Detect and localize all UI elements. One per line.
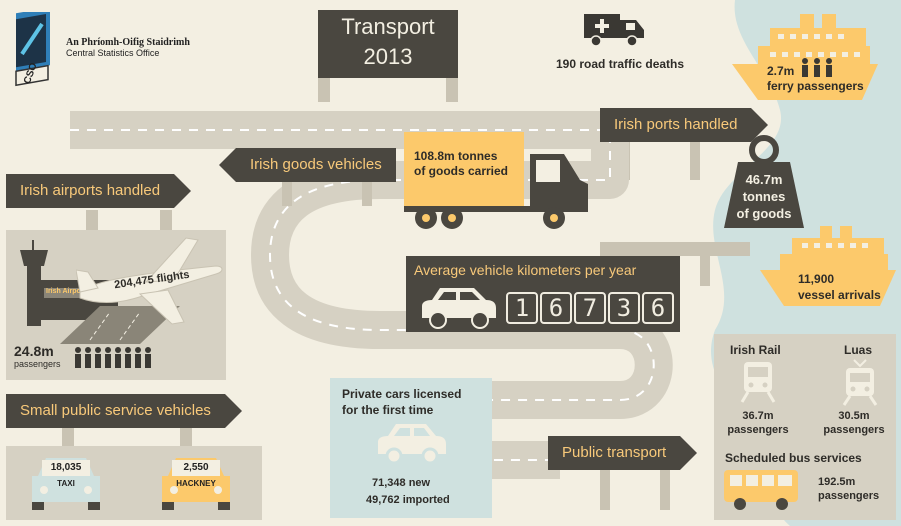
- rail-title: Irish Rail: [730, 343, 781, 357]
- logo-irish-name: An Phríomh-Oifig Staidrimh: [66, 37, 190, 48]
- imported-cars-text: 49,762 imported: [366, 494, 450, 506]
- hackney-label: HACKNEY: [176, 479, 216, 488]
- control-tower-icon: [20, 240, 48, 326]
- terminal-text: Irish Airports: [46, 288, 90, 295]
- new-cars-text: 71,348 new: [372, 477, 431, 489]
- ship-icon: [732, 14, 878, 100]
- rail-value: 36.7m: [742, 410, 774, 422]
- ferry-value: 2.7m: [767, 64, 795, 78]
- runway: [60, 306, 180, 344]
- weight-unit: tonnes: [742, 189, 786, 204]
- title-line1: Transport: [341, 14, 435, 39]
- title-line2: 2013: [363, 44, 413, 69]
- person-icon: [75, 347, 151, 368]
- public-transport-sign: Public transport: [548, 436, 698, 470]
- car-icon: [422, 288, 496, 329]
- airport-passengers-value: 24.8m: [14, 343, 54, 359]
- truck-icon: [404, 132, 588, 229]
- weight-icon: [724, 135, 804, 228]
- road-deaths-text: 190 road traffic deaths: [556, 57, 685, 71]
- cso-mark-icon: [15, 7, 50, 87]
- taxi-value: 18,035: [42, 460, 90, 476]
- taxi-label: TAXI: [57, 479, 75, 488]
- logo-english-name: Central Statistics Office: [66, 48, 160, 58]
- bus-title: Scheduled bus services: [725, 451, 862, 465]
- vessels-value: 11,900: [798, 272, 835, 286]
- odometer-digit: 6: [540, 292, 572, 324]
- luas-label: passengers: [823, 424, 885, 436]
- hackney-value: 2,550: [172, 460, 220, 476]
- luas-title: Luas: [844, 343, 873, 357]
- airport-passengers-label: passengers: [14, 359, 61, 369]
- car-icon: [378, 424, 446, 465]
- private-cars-title-line2: for the first time: [342, 403, 434, 417]
- odometer-digit: 6: [642, 292, 674, 324]
- ports-sign: Irish ports handled: [600, 108, 769, 142]
- bus-value: 192.5m: [818, 476, 856, 488]
- odometer-digit: 7: [574, 292, 606, 324]
- luas-value: 30.5m: [838, 410, 870, 422]
- pier-lower: [600, 242, 750, 256]
- weight-value: 46.7m: [745, 172, 783, 187]
- goods-vehicles-sign: Irish goods vehicles: [219, 148, 396, 182]
- vehicle-km-sign: Average vehicle kilometers per year: [414, 262, 637, 278]
- person-icon: [802, 58, 832, 77]
- cargo-line1: 108.8m tonnes: [414, 149, 498, 163]
- vessels-label: vessel arrivals: [798, 288, 881, 302]
- ferry-label: ferry passengers: [767, 79, 864, 93]
- odometer-digit: 1: [506, 292, 538, 324]
- private-cars-title-line1: Private cars licensed: [342, 387, 462, 401]
- tram-icon: [842, 359, 878, 406]
- weight-label: of goods: [736, 206, 792, 221]
- ambulance-icon: [584, 14, 644, 47]
- title-sign: Transport 2013: [318, 10, 458, 78]
- ship-icon: [760, 226, 896, 306]
- airplane-icon: [76, 237, 223, 325]
- cargo-line2: of goods carried: [414, 164, 509, 178]
- odometer-digit: 3: [608, 292, 640, 324]
- bus-label: passengers: [818, 490, 880, 502]
- bus-icon: [724, 470, 798, 510]
- rail-label: passengers: [727, 424, 789, 436]
- train-icon: [740, 362, 776, 403]
- spsv-sign: Small public service vehicles: [6, 394, 242, 428]
- airports-sign: Irish airports handled: [6, 174, 192, 208]
- cso-logo: CSO: [12, 7, 60, 92]
